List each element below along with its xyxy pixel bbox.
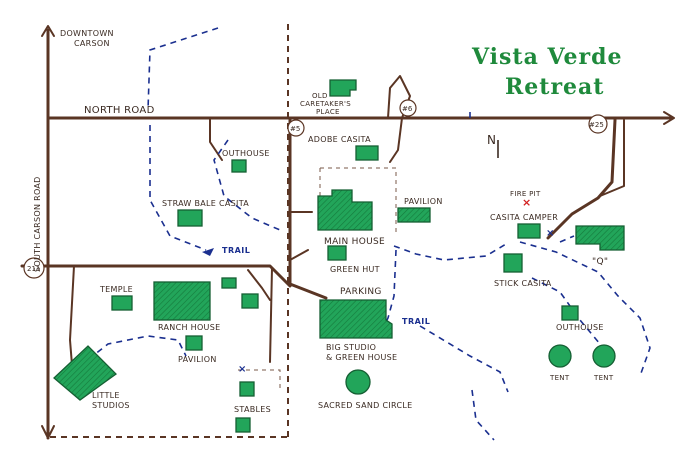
map-title-line1: Vista Verde (471, 44, 623, 70)
main-house-enclosure (320, 167, 397, 236)
trail-south-end (471, 389, 495, 441)
sign-25: #25 (588, 114, 608, 134)
green-hut-building (327, 245, 347, 261)
casita-camper-building (517, 223, 541, 239)
camper-marker: × (546, 228, 554, 239)
trail-pavilion-south (79, 335, 187, 367)
tent-1 (548, 344, 572, 368)
straw-bale-casita-building (177, 209, 203, 227)
compass-icon: N (487, 133, 499, 158)
q-house-building (575, 225, 625, 251)
trail-straw-bale (149, 125, 207, 251)
tent-2 (592, 344, 616, 368)
stables-enclosure (238, 369, 281, 390)
road-211 (20, 264, 292, 288)
sign-6: #6 (399, 99, 417, 117)
downtown-label-1: DOWNTOWN (60, 29, 114, 38)
trail-outhouse (213, 139, 281, 231)
trail-east-loop (519, 241, 651, 377)
label-temple: TEMPLE (99, 285, 133, 294)
stables-building-1 (239, 381, 255, 397)
label-old: OLD (312, 92, 328, 100)
label-outhouse-west: OUTHOUSE (222, 149, 270, 158)
road-5 (288, 118, 328, 300)
label-main-house: MAIN HOUSE (324, 237, 385, 247)
old-caretakers-place-building (329, 79, 357, 97)
sign-211: 211 (23, 257, 45, 279)
svg-text:#6: #6 (402, 105, 413, 113)
main-house-building (317, 189, 373, 231)
label-little: LITTLE (92, 391, 120, 400)
trail-label-west: TRAIL (202, 246, 250, 256)
label-big-studio: BIG STUDIO (326, 343, 376, 352)
trail-south-east (419, 325, 509, 393)
stables-building-2 (235, 417, 251, 433)
label-fire-pit: FIRE PIT (510, 190, 541, 198)
svg-text:#5: #5 (290, 125, 300, 133)
driveway-outhouse (209, 117, 223, 161)
outhouse-west-building (231, 159, 247, 173)
label-pavilion-north: PAVILION (404, 197, 443, 206)
ranch-annex-1 (221, 277, 237, 289)
adobe-casita-building (355, 145, 379, 161)
driveway-green-hut (289, 249, 309, 261)
south-carson-road-label: SOUTH CARSON ROAD (33, 176, 42, 272)
road-25-loop (599, 119, 625, 197)
ranch-house-building (153, 281, 211, 321)
big-studio-building (319, 299, 393, 339)
downtown-label-2: CARSON (74, 39, 110, 48)
label-caretakers: CARETAKER'S (300, 100, 351, 108)
little-studios-building (53, 345, 117, 401)
trail-north-west (147, 27, 219, 111)
label-adobe-casita: ADOBE CASITA (308, 135, 371, 144)
road-6 (387, 75, 411, 163)
temple-building (111, 295, 133, 311)
trail-stick-casita (393, 243, 507, 261)
label-q-house: "Q" (592, 257, 608, 267)
label-casita-camper: CASITA CAMPER (490, 213, 558, 222)
label-sacred-sand-circle: SACRED SAND CIRCLE (318, 401, 412, 410)
label-straw-bale-casita: STRAW BALE CASITA (162, 199, 249, 208)
label-green-hut: GREEN HUT (330, 265, 380, 274)
svg-text:TRAIL: TRAIL (222, 246, 250, 255)
outhouse-east-building (561, 305, 579, 321)
ranch-annex-2 (241, 293, 259, 309)
sign-5: #5 (287, 119, 305, 137)
trail-camper (559, 235, 575, 243)
fire-pit-marker: × (522, 196, 531, 209)
trail-big-studio (381, 249, 397, 331)
label-tent-1: TENT (549, 374, 570, 382)
label-ranch-house: RANCH HOUSE (158, 323, 220, 332)
north-road-label: NORTH ROAD (84, 105, 155, 116)
svg-text:#25: #25 (589, 121, 604, 129)
sacred-sand-circle (345, 369, 371, 395)
road-arrow-east (663, 111, 675, 125)
stick-casita-building (503, 253, 523, 273)
stables-marker: × (238, 364, 246, 375)
label-tent-2: TENT (593, 374, 614, 382)
pavilion-north-building (397, 207, 431, 223)
label-stables: STABLES (234, 405, 271, 414)
svg-text:211: 211 (27, 265, 40, 273)
label-studios: STUDIOS (92, 401, 130, 410)
road-25 (546, 118, 617, 240)
trail-label-east: TRAIL (402, 317, 430, 326)
road-arrow-south (41, 425, 55, 439)
label-place: PLACE (316, 108, 340, 116)
label-stick-casita: STICK CASITA (494, 279, 552, 288)
label-outhouse-east: OUTHOUSE (556, 323, 604, 332)
driveway-stables (269, 267, 273, 363)
label-pavilion-south: PAVILION (178, 355, 217, 364)
label-parking: PARKING (340, 287, 382, 297)
label-green-house: & GREEN HOUSE (326, 353, 397, 362)
svg-text:N: N (487, 133, 496, 147)
pavilion-south-building (185, 335, 203, 351)
map-title-line2: Retreat (505, 74, 604, 100)
driveway-ranch (247, 269, 271, 301)
road-arrow-north (41, 25, 55, 37)
